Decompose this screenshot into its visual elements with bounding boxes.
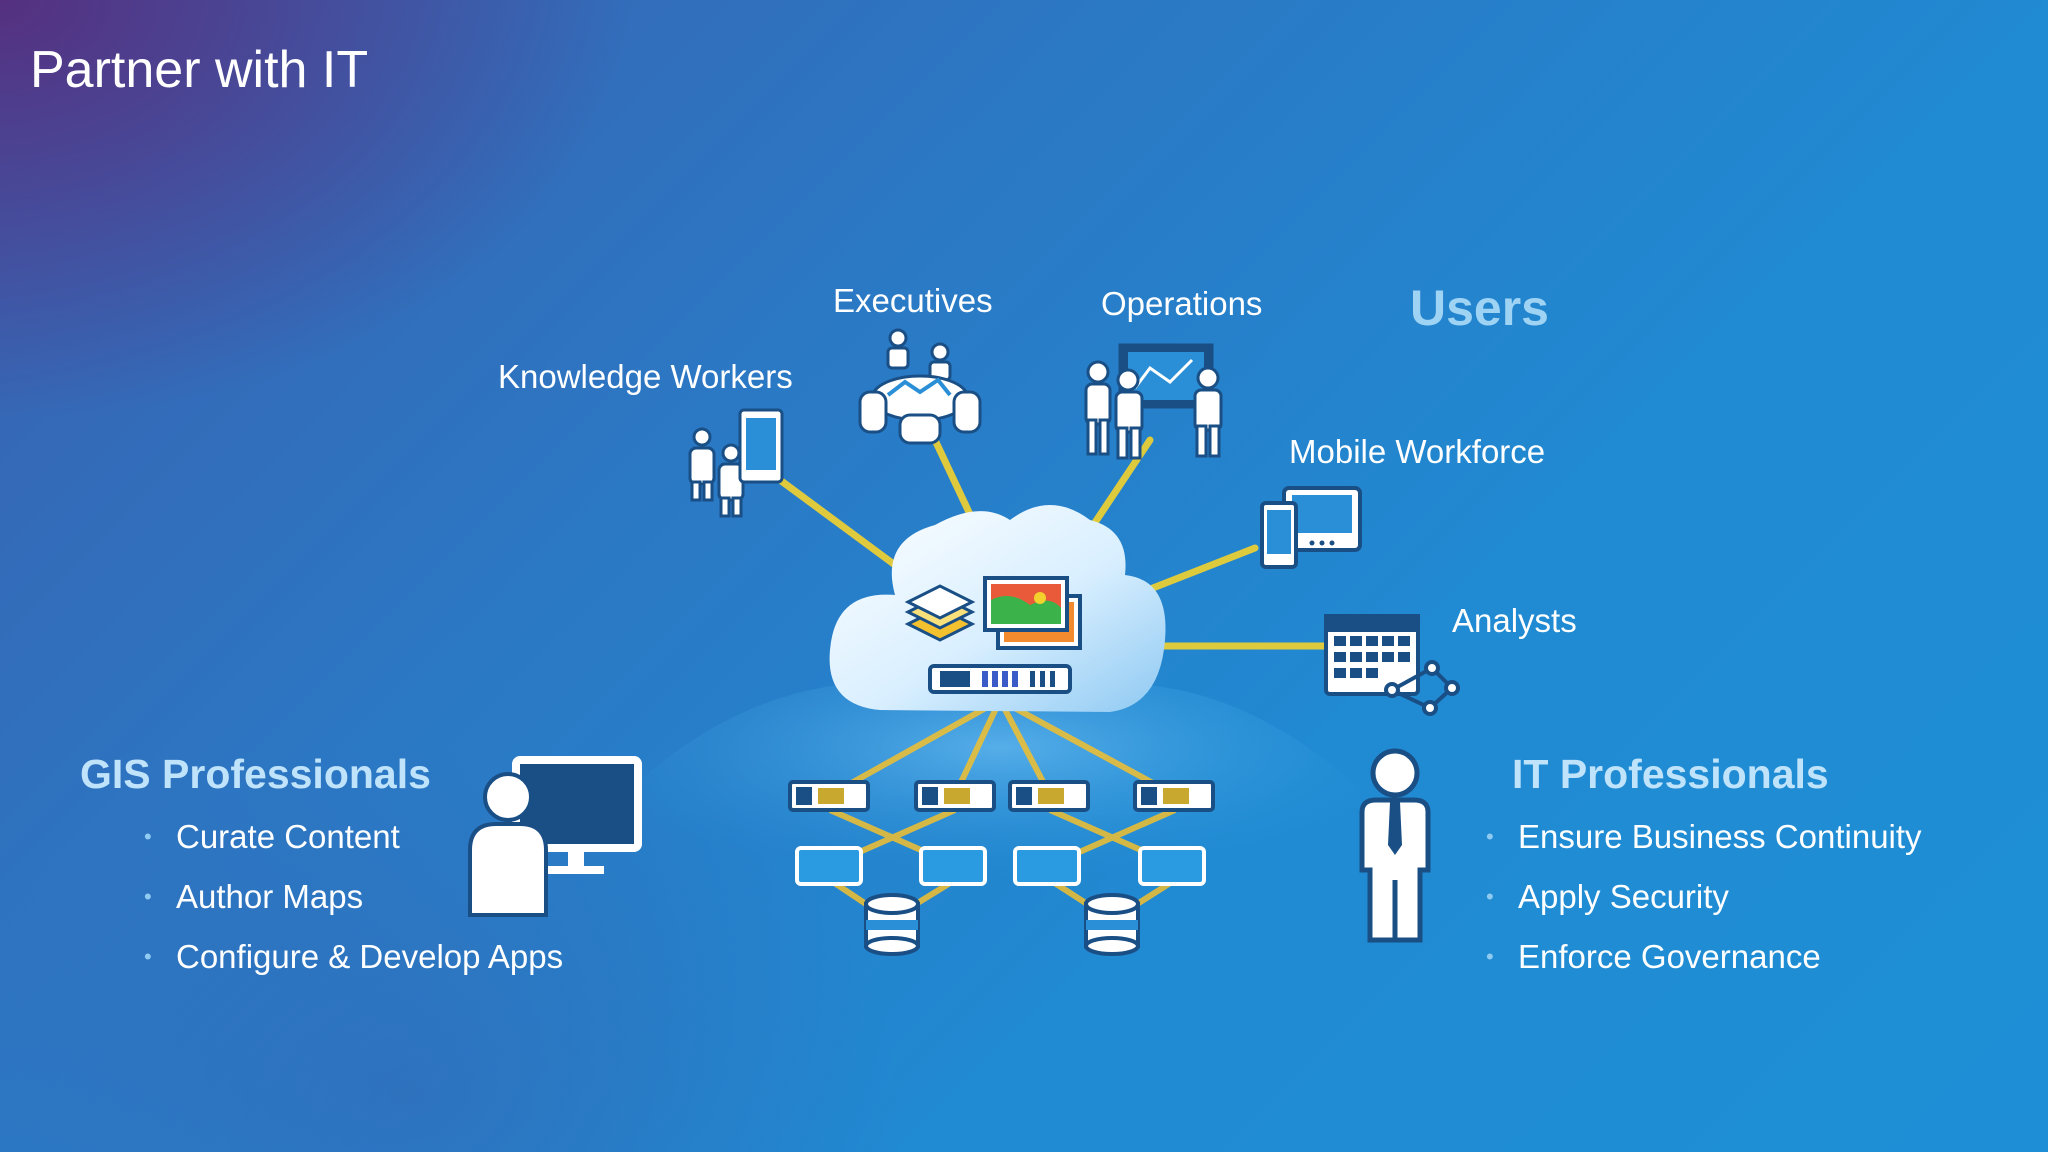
label-executives: Executives bbox=[833, 282, 993, 319]
database-icons bbox=[864, 893, 1140, 956]
server-appliances bbox=[788, 780, 1215, 812]
label-analysts: Analysts bbox=[1452, 602, 1577, 639]
link-mobile-workforce bbox=[1131, 544, 1259, 599]
meeting-table-icon bbox=[858, 328, 982, 445]
people-with-phone-icon bbox=[688, 408, 784, 518]
slide-title: Partner with IT bbox=[30, 41, 369, 99]
list-item: Author Maps bbox=[144, 877, 563, 937]
businessman-icon bbox=[1359, 748, 1431, 943]
label-operations: Operations bbox=[1101, 285, 1263, 322]
link-executives bbox=[931, 436, 979, 529]
list-item: Ensure Business Continuity bbox=[1486, 817, 1922, 877]
storage-units bbox=[795, 846, 1206, 886]
gis-professionals-list: Curate Content Author Maps Configure & D… bbox=[144, 817, 563, 997]
mobile-devices-icon bbox=[1260, 486, 1362, 569]
list-item: Enforce Governance bbox=[1486, 937, 1922, 997]
calendar-network-icon bbox=[1324, 614, 1460, 716]
list-item: Curate Content bbox=[144, 817, 563, 877]
platform-glow bbox=[640, 682, 1360, 900]
it-professionals-list: Ensure Business Continuity Apply Securit… bbox=[1486, 817, 1922, 997]
cloud-platform-icon bbox=[829, 505, 1166, 712]
list-item: Apply Security bbox=[1486, 877, 1922, 937]
it-professionals-heading: IT Professionals bbox=[1512, 751, 1829, 797]
it-professionals-section: IT Professionals Ensure Business Continu… bbox=[1486, 751, 1922, 997]
gis-professionals-section: GIS Professionals Curate Content Author … bbox=[80, 754, 563, 997]
gis-professionals-heading: GIS Professionals bbox=[80, 751, 431, 797]
label-mobile-workforce: Mobile Workforce bbox=[1289, 433, 1546, 470]
presentation-board-icon bbox=[1084, 343, 1223, 460]
users-heading: Users bbox=[1410, 280, 1549, 336]
link-knowledge-workers bbox=[776, 476, 899, 569]
label-knowledge-workers: Knowledge Workers bbox=[498, 358, 793, 395]
list-item: Configure & Develop Apps bbox=[144, 937, 563, 997]
